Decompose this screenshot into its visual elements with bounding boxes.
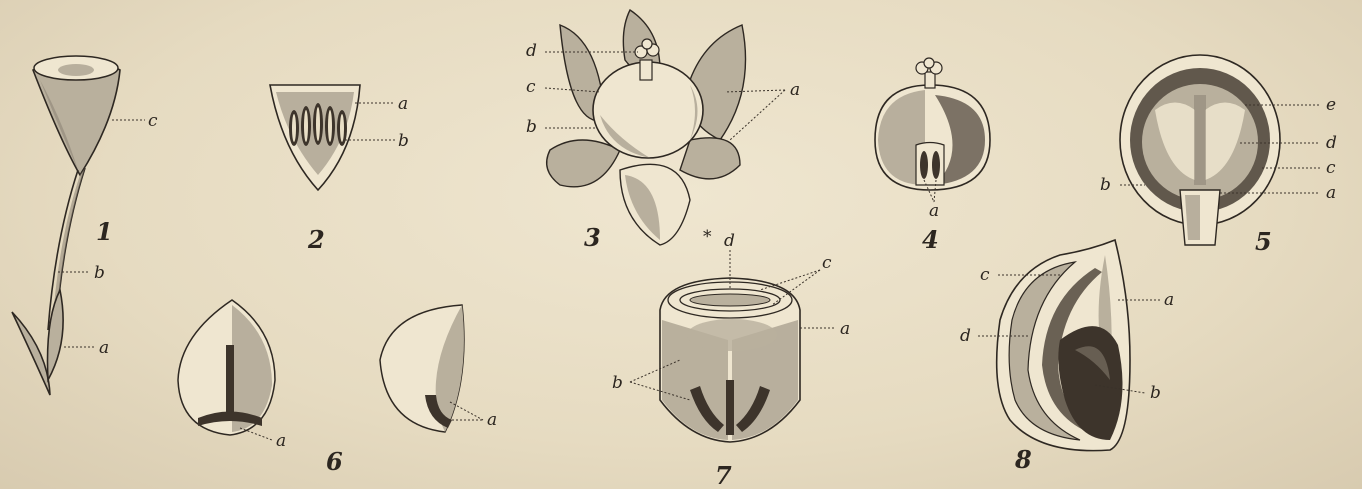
fig1-label-b: b [94,263,105,283]
fig7-number: 7 [715,461,732,489]
fig3-label-b: b [526,117,537,137]
figure-5-fruit-section: e d c a b 5 [1100,55,1337,256]
fig1-label-c: c [148,111,158,131]
fig7-label-asterisk: * [703,227,712,247]
fig8-label-c: c [980,265,990,285]
fig4-label-a: a [929,201,939,221]
fig8-number: 8 [1014,445,1032,474]
fig2-number: 2 [307,225,325,254]
figure-8-seed-longitudinal-section: c a d b 8 [960,240,1174,474]
fig1-label-a: a [99,338,109,358]
fig4-number: 4 [922,225,939,254]
fig8-label-a: a [1164,290,1174,310]
figure-1-flower-with-stalk: c b a 1 [12,56,158,395]
fig2-label-a: a [398,94,408,114]
fig3-label-a: a [790,80,800,100]
fig2-label-b: b [398,131,409,151]
fig8-label-d: d [960,326,971,346]
fig8-label-b: b [1150,383,1161,403]
figure-2-flower-section: a b 2 [270,85,409,254]
fig6-number: 6 [326,447,343,476]
fig7-label-b: b [612,373,623,393]
figure-4-ovary-section: a 4 [875,58,990,254]
fig5-number: 5 [1255,227,1272,256]
fig6-label-a-left: a [276,431,286,451]
figure-3-open-flower: d c b a 3 [526,10,800,252]
fig1-number: 1 [96,217,113,246]
figure-7-seed-section: * d c a b 7 [612,227,850,489]
fig7-label-c: c [822,253,832,273]
fig5-label-d: d [1326,133,1337,153]
fig7-label-d: d [724,231,735,251]
fig5-label-e: e [1326,95,1336,115]
fig3-label-c: c [526,77,536,97]
fig5-label-c: c [1326,158,1336,178]
fig7-label-a: a [840,319,850,339]
fig5-label-a: a [1326,183,1336,203]
fig6-label-a-right: a [487,410,497,430]
fig3-label-d: d [526,41,537,61]
fig5-label-b: b [1100,175,1111,195]
figure-6-seed-views: a a 6 [178,300,497,476]
fig3-number: 3 [584,223,601,252]
